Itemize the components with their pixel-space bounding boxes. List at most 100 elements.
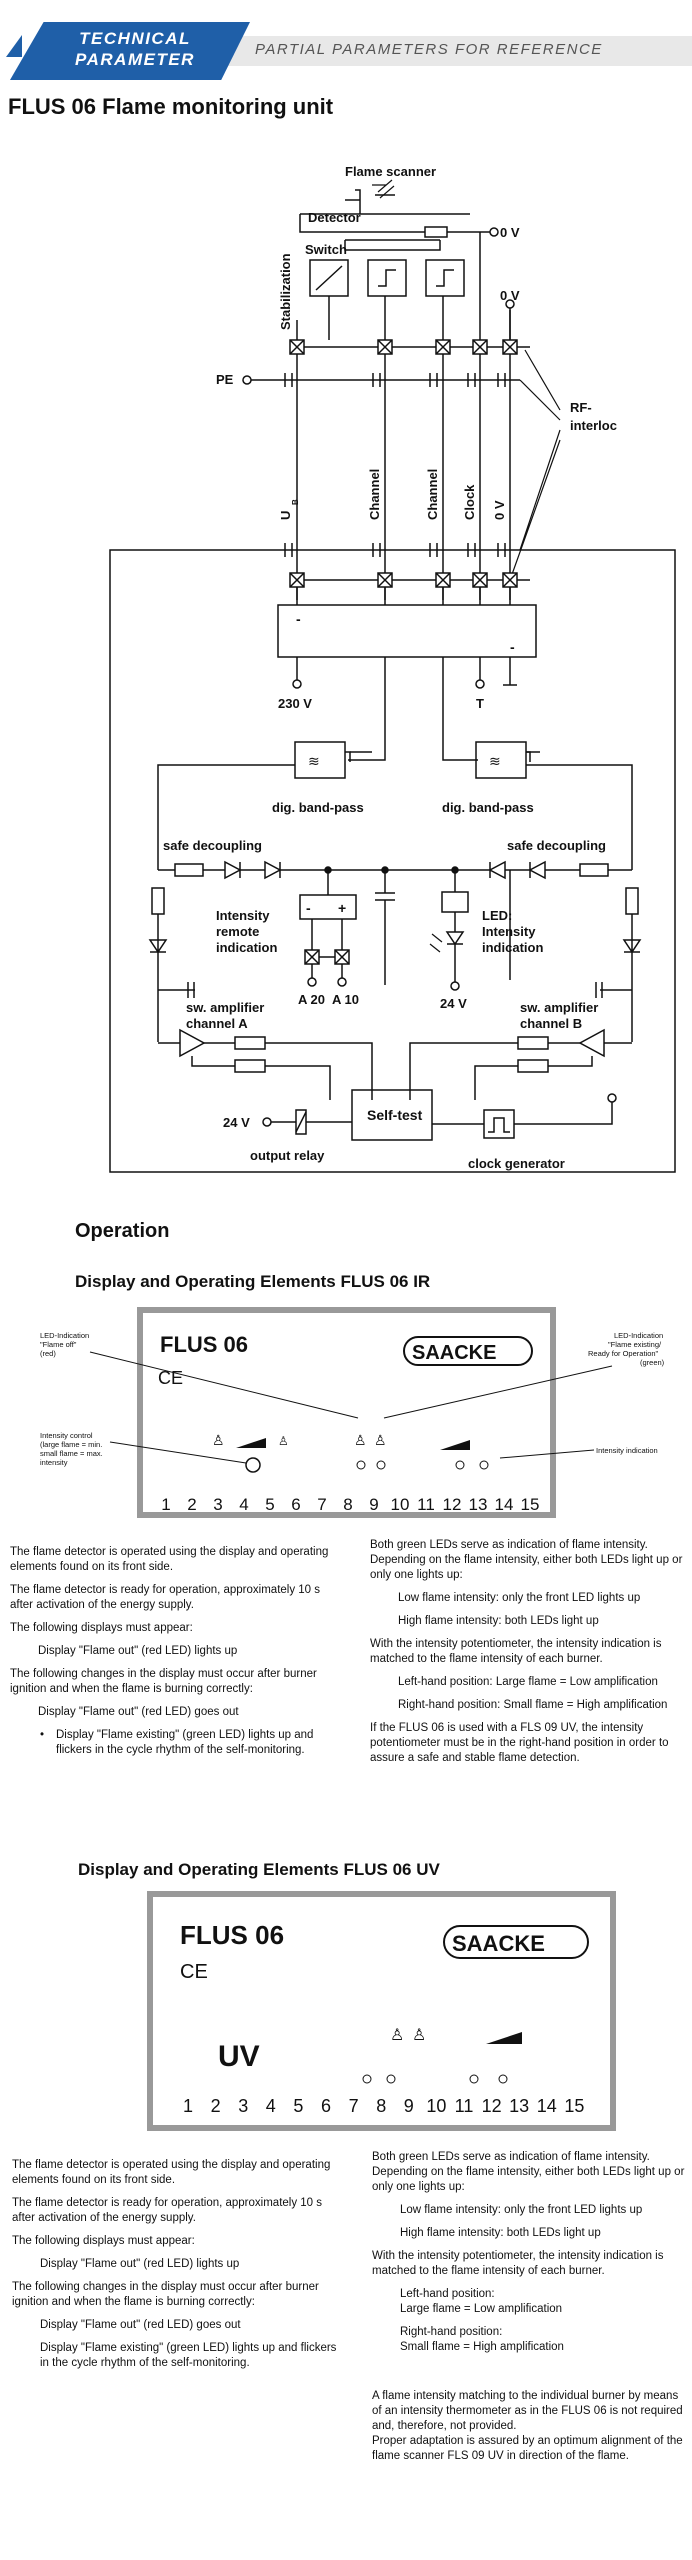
ir-right-p5: Left-hand position: Large flame = Low am…: [398, 1676, 658, 1688]
scale-number: 7: [317, 1495, 326, 1514]
label-24v-led: 24 V: [440, 996, 467, 1011]
label-sw-amp-right: sw. amplifier: [520, 1000, 598, 1015]
label-zero-v-2: 0 V: [500, 288, 520, 303]
ir-right-p7: If the FLUS 06 is used with a FLS 09 UV,…: [370, 1722, 669, 1764]
terminal-row-top: [289, 339, 518, 355]
label-led-2: Intensity: [482, 924, 536, 939]
scale-number: 12: [443, 1495, 462, 1514]
label-channel-1: Channel: [367, 469, 382, 520]
ir-intensity-control-4: intensity: [40, 1458, 68, 1467]
ir-intensity-control-2: (large flame = min.: [40, 1440, 102, 1449]
scale-number: 3: [238, 2096, 248, 2116]
ir-panel-figure: FLUS 06 CE SAACKE LED-Indication "Flame …: [40, 1307, 665, 1518]
ir-led-red: [356, 1460, 366, 1470]
label-intensity-remote-1: Intensity: [216, 908, 270, 923]
ir-right-p6: Right-hand position: Small flame = High …: [398, 1699, 668, 1711]
scale-number: 4: [239, 1495, 248, 1514]
label-psu-minus-2: -: [510, 639, 515, 655]
label-box-plus: +: [338, 900, 346, 916]
ir-intensity-knob: [245, 1457, 261, 1473]
ir-flame-icon-b: ♙: [374, 1432, 387, 1448]
ir-indicator-led-2: [479, 1460, 489, 1470]
ir-led-green: [376, 1460, 386, 1470]
uv-brand-logo: SAACKE: [452, 1931, 545, 1956]
scale-number: 2: [187, 1495, 196, 1514]
ir-model: FLUS 06: [160, 1332, 248, 1357]
ir-right-p4: With the intensity potentiometer, the in…: [370, 1638, 662, 1665]
label-sw-amp-left: sw. amplifier: [186, 1000, 264, 1015]
svg-text:≋: ≋: [308, 753, 320, 769]
operation-heading: Operation: [75, 1220, 170, 1242]
label-switch: Switch: [305, 242, 347, 257]
uv-right-p1: Both green LEDs serve as indication of f…: [372, 2151, 685, 2193]
uv-led-red: [362, 2074, 372, 2084]
scale-number: 6: [321, 2096, 331, 2116]
uv-indicator-led-2: [498, 2074, 508, 2084]
label-box-minus: -: [306, 900, 311, 916]
label-psu-minus-1: -: [296, 611, 301, 627]
ir-intensity-control-3: small flame = max.: [40, 1449, 103, 1458]
ir-text-right: Both green LEDs serve as indication of f…: [370, 1538, 685, 1774]
ir-intensity-control-1: Intensity control: [40, 1431, 93, 1440]
ir-intensity-indication-label: Intensity indication: [596, 1446, 658, 1455]
uv-left-p2: The flame detector is ready for operatio…: [12, 2197, 323, 2224]
uv-left-p5: The following changes in the display mus…: [12, 2281, 319, 2308]
ir-led-off-label-1: LED-Indication: [40, 1331, 89, 1340]
uv-right-p5a: Left-hand position:: [400, 2288, 495, 2300]
scale-number: 15: [564, 2096, 584, 2116]
scale-number: 3: [213, 1495, 222, 1514]
ir-flame-icon-a: ♙: [354, 1432, 367, 1448]
ir-left-p1: The flame detector is operated using the…: [10, 1546, 329, 1573]
scale-number: 1: [161, 1495, 170, 1514]
label-rf: RF-: [570, 400, 592, 415]
ir-led-off-label-2: "Flame off": [40, 1340, 77, 1349]
ir-left-p7: Display "Flame existing" (green LED) lig…: [10, 1728, 340, 1758]
label-ub: U: [278, 511, 293, 520]
uv-right-p2: Low flame intensity: only the front LED …: [400, 2204, 643, 2216]
scale-number: 12: [482, 2096, 502, 2116]
scale-number: 15: [521, 1495, 540, 1514]
label-channel-2: Channel: [425, 469, 440, 520]
label-channel-b: channel B: [520, 1016, 582, 1031]
label-output-relay: output relay: [250, 1148, 325, 1163]
scale-number: 8: [376, 2096, 386, 2116]
label-t: T: [476, 696, 484, 711]
label-24v-relay: 24 V: [223, 1115, 250, 1130]
scale-number: 14: [495, 1495, 514, 1514]
ir-flame-icon-large: ♙: [278, 1434, 289, 1448]
scale-number: 9: [404, 2096, 414, 2116]
ir-left-p6: Display "Flame out" (red LED) goes out: [38, 1706, 239, 1718]
label-self-test: Self-test: [367, 1107, 423, 1123]
scale-number: 4: [266, 2096, 276, 2116]
ir-ce: CE: [158, 1368, 183, 1388]
label-a10: A 10: [332, 992, 359, 1007]
uv-text-right: Both green LEDs serve as indication of f…: [372, 2150, 687, 2472]
ir-right-p2: Low flame intensity: only the front LED …: [398, 1592, 641, 1604]
uv-right-p7: A flame intensity matching to the indivi…: [372, 2390, 683, 2432]
label-interloc: interloc: [570, 418, 617, 433]
label-safe-decoupling-left: safe decoupling: [163, 838, 262, 853]
ir-brand-logo: SAACKE: [412, 1342, 496, 1364]
ir-heading: Display and Operating Elements FLUS 06 I…: [75, 1272, 431, 1291]
label-zero-v-top: 0 V: [500, 225, 520, 240]
scale-number: 14: [537, 2096, 557, 2116]
uv-label: UV: [218, 2040, 260, 2073]
uv-right-p6b: Small flame = High amplification: [400, 2341, 564, 2353]
banner-strip: [200, 36, 692, 66]
scale-number: 5: [265, 1495, 274, 1514]
uv-right-p3: High flame intensity: both LEDs light up: [400, 2227, 601, 2239]
uv-left-p3: The following displays must appear:: [12, 2235, 195, 2247]
scale-number: 10: [391, 1495, 410, 1514]
scale-number: 10: [426, 2096, 446, 2116]
ir-left-p3: The following displays must appear:: [10, 1622, 193, 1634]
label-safe-decoupling-right: safe decoupling: [507, 838, 606, 853]
scale-number: 5: [293, 2096, 303, 2116]
banner-title: TECHNICAL PARAMETER: [60, 28, 210, 70]
uv-right-p6a: Right-hand position:: [400, 2326, 503, 2338]
label-intensity-remote-2: remote: [216, 924, 259, 939]
uv-indicator-led-1: [469, 2074, 479, 2084]
scale-number: 8: [343, 1495, 352, 1514]
label-ub-sub: B: [291, 499, 300, 505]
